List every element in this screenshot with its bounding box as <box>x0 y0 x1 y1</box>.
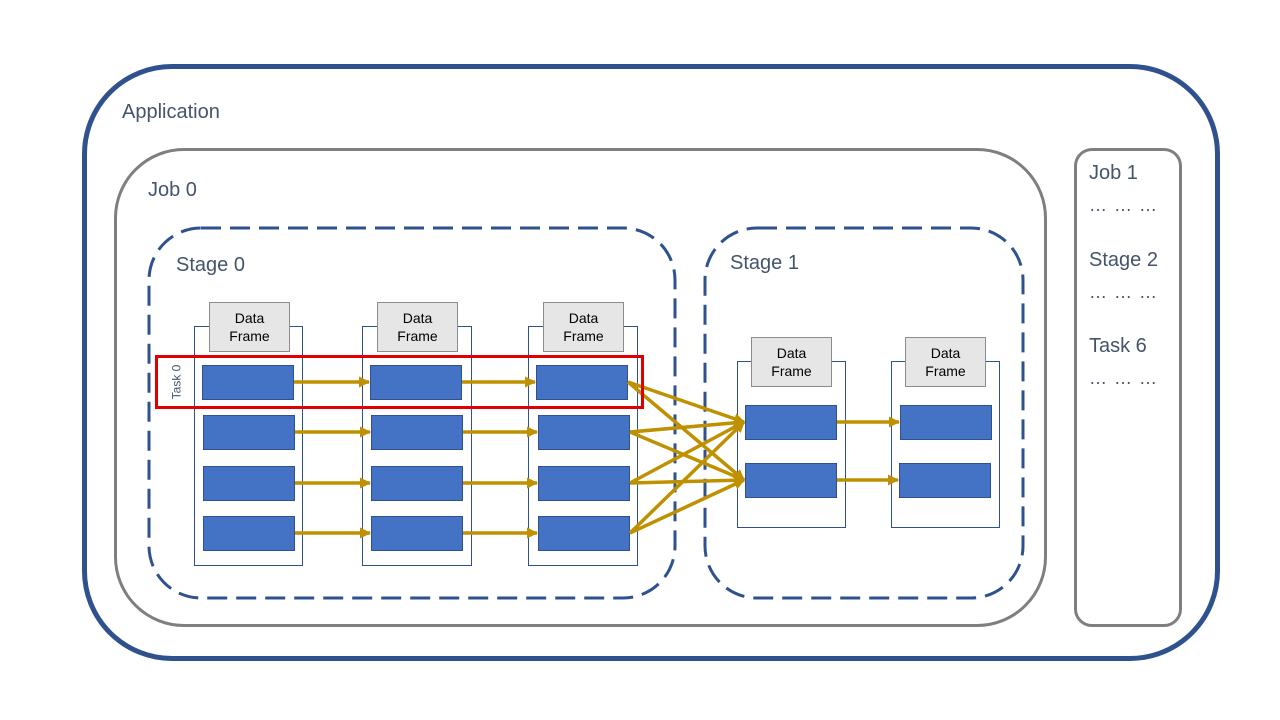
dataframe-header-line2: Frame <box>925 363 966 379</box>
dataframe-header: Data Frame <box>905 337 986 387</box>
partition-block <box>371 466 463 501</box>
job-0-container <box>114 148 1047 627</box>
dataframe-header: Data Frame <box>751 337 832 387</box>
dataframe-header-line1: Data <box>234 310 265 326</box>
next-jobs-panel <box>1074 148 1182 627</box>
dataframe-header: Data Frame <box>377 302 458 352</box>
dataframe-header-line1: Data <box>402 310 433 326</box>
dataframe-header-line1: Data <box>568 310 599 326</box>
partition-block <box>202 365 294 400</box>
task-0-label: Task 0 <box>169 364 183 400</box>
partition-block <box>370 365 462 400</box>
dataframe-header-line2: Frame <box>229 328 270 344</box>
stage-1-title: Stage 1 <box>730 252 799 274</box>
side-item-label: Task 6 <box>1089 335 1147 357</box>
partition-block <box>536 365 628 400</box>
side-item-ellipsis: … … … <box>1089 195 1159 215</box>
dataframe-header: Data Frame <box>209 302 290 352</box>
application-title: Application <box>122 101 220 123</box>
stage-0-title: Stage 0 <box>176 254 245 276</box>
partition-block <box>538 415 630 450</box>
partition-block <box>538 466 630 501</box>
side-item-label: Stage 2 <box>1089 249 1158 271</box>
partition-block <box>203 466 295 501</box>
application-container <box>82 64 1220 661</box>
partition-block <box>745 463 837 498</box>
partition-block <box>203 516 295 551</box>
stage-1-dataframe-column-1 <box>737 361 846 528</box>
dataframe-header-line2: Frame <box>771 363 812 379</box>
partition-block <box>203 415 295 450</box>
side-item-label: Job 1 <box>1089 162 1138 184</box>
job-0-title: Job 0 <box>148 179 197 201</box>
partition-block <box>900 405 992 440</box>
dataframe-header-line1: Data <box>776 345 807 361</box>
stage-1-dataframe-column-2 <box>891 361 1000 528</box>
task-0-highlight <box>155 355 644 409</box>
side-item-ellipsis: … … … <box>1089 282 1159 302</box>
partition-block <box>745 405 837 440</box>
partition-block <box>538 516 630 551</box>
dataframe-header-line2: Frame <box>563 328 604 344</box>
side-item-ellipsis: … … … <box>1089 368 1159 388</box>
dataframe-header-line2: Frame <box>397 328 438 344</box>
partition-block <box>371 516 463 551</box>
dataframe-header-line1: Data <box>930 345 961 361</box>
dataframe-header: Data Frame <box>543 302 624 352</box>
partition-block <box>899 463 991 498</box>
partition-block <box>371 415 463 450</box>
task-0-label-wrapper: Task 0 <box>160 360 192 404</box>
